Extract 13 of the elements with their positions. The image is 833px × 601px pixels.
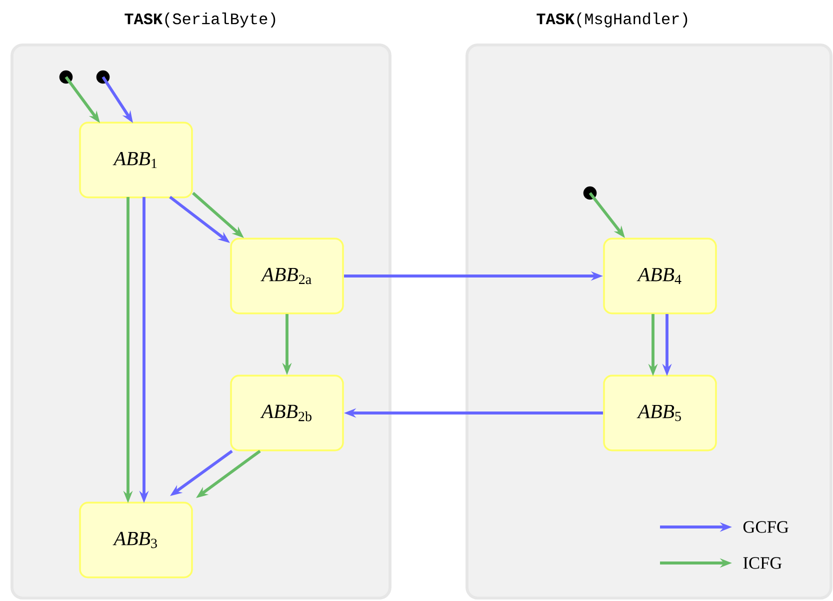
panel-title: TASK(MsgHandler) (536, 12, 688, 28)
start-dot (583, 186, 597, 200)
block-box: ABB$_{2a}$ (230, 238, 344, 314)
block-box: ABB$_{3}$ (79, 502, 193, 578)
legend-label: ICFG (743, 557, 782, 569)
block-box: ABB$_{4}$ (603, 238, 717, 314)
panel-title: TASK(SerialByte) (124, 12, 276, 28)
legend-label: GCFG (743, 521, 788, 533)
block-box: ABB$_{2b}$ (230, 374, 344, 452)
start-dot (59, 70, 73, 84)
block-box: ABB$_{5}$ (603, 374, 717, 452)
block-box: ABB$_{1}$ (79, 122, 193, 198)
start-dot (96, 70, 110, 84)
